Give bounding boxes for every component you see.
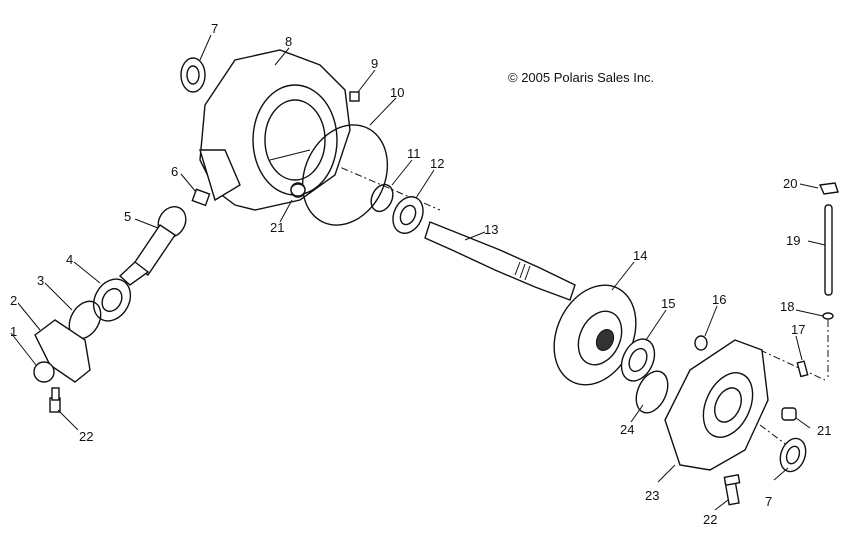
nut-21-left-part [290, 183, 306, 197]
callout-24: 24 [620, 422, 634, 437]
callout-22-right: 22 [703, 512, 717, 527]
callout-5: 5 [124, 209, 131, 224]
rod-19-part [824, 204, 833, 296]
seal-top-part [180, 57, 206, 93]
callout-3: 3 [37, 273, 44, 288]
callout-9: 9 [371, 56, 378, 71]
bearing-15-part [620, 338, 656, 382]
small-gasket-part [370, 183, 394, 213]
callout-14: 14 [633, 248, 647, 263]
bearing-4-part [92, 278, 132, 322]
nut-21-right-part [781, 407, 797, 421]
callout-7-bottom: 7 [765, 494, 772, 509]
callout-17: 17 [791, 322, 805, 337]
callout-7-top: 7 [211, 21, 218, 36]
callout-8: 8 [285, 34, 292, 49]
main-housing-part [199, 49, 351, 211]
callout-10: 10 [390, 85, 404, 100]
callout-18: 18 [780, 299, 794, 314]
callout-4: 4 [66, 252, 73, 267]
callout-11: 11 [407, 146, 421, 161]
seal-bottom-part [779, 437, 807, 473]
callout-20: 20 [783, 176, 797, 191]
large-o-ring-part [301, 124, 389, 226]
seal-1-part [33, 361, 55, 383]
callout-16: 16 [712, 292, 726, 307]
output-shaft-part [424, 221, 576, 301]
pinion-shaft-part [118, 205, 187, 286]
callout-6: 6 [171, 164, 178, 179]
bolt-22-right-part [723, 474, 741, 506]
pin-17-part [796, 360, 809, 378]
callout-19: 19 [786, 233, 800, 248]
bearing-12-part [392, 196, 424, 234]
o-ring-24-part [635, 370, 669, 414]
callout-15: 15 [661, 296, 675, 311]
collar-6-part [191, 188, 211, 207]
callout-12: 12 [430, 156, 444, 171]
bolt-22-left-part [49, 387, 61, 413]
nut-part [349, 91, 360, 102]
callout-21-right: 21 [817, 423, 831, 438]
clip-20-part [818, 182, 839, 195]
callout-21-left: 21 [270, 220, 284, 235]
callout-2: 2 [10, 293, 17, 308]
axis-line-pin [759, 349, 826, 381]
copyright-text: © 2005 Polaris Sales Inc. [508, 70, 654, 85]
small-ring-16-part [694, 335, 708, 351]
callout-23: 23 [645, 488, 659, 503]
callout-13: 13 [484, 222, 498, 237]
ring-gear-part [553, 284, 637, 386]
pin-18-part [822, 312, 834, 320]
callout-22-left: 22 [79, 429, 93, 444]
cover-housing-part [664, 339, 769, 471]
callout-1: 1 [10, 324, 17, 339]
